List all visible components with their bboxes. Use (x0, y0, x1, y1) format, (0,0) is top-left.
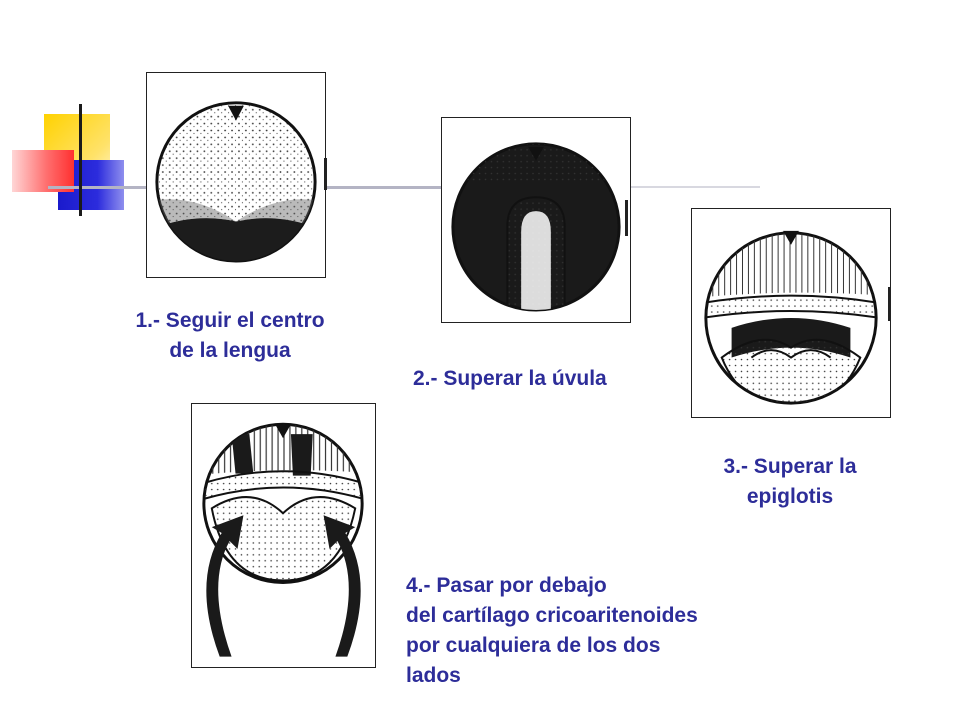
illustration-uvula (441, 117, 631, 323)
step-2-caption: 2.- Superar la úvula (413, 364, 607, 394)
step-3-caption: 3.- Superar la epiglotis (680, 452, 900, 512)
step-3-line-1: 3.- Superar la (723, 455, 857, 478)
step-4-line-2: del cartílago cricoaritenoides (406, 604, 698, 627)
step-4-line-3: por cualquiera de los dos (406, 634, 661, 657)
step-4-line-1: 4.- Pasar por debajo (406, 574, 607, 597)
step-1-line-1: 1.- Seguir el centro (135, 309, 325, 332)
decor-horizontal-line-faint (630, 186, 760, 188)
step-3-line-2: epiglotis (746, 485, 834, 508)
frame-tick-1 (324, 158, 327, 190)
illustration-epiglottis (691, 208, 891, 418)
step-1-line-2: de la lengua (169, 339, 291, 362)
decor-horizontal-line (48, 186, 628, 189)
step-1-caption: 1.- Seguir el centro de la lengua (100, 306, 360, 366)
illustration-cricoarytenoid (191, 403, 376, 668)
decor-red-square (12, 150, 74, 192)
decor-vertical-line (79, 104, 82, 216)
illustration-tongue-center (146, 72, 326, 278)
frame-tick-2 (625, 200, 628, 236)
step-4-caption: 4.- Pasar por debajo del cartílago crico… (406, 571, 698, 691)
step-4-line-4: lados (406, 664, 461, 687)
step-2-line-1: 2.- Superar la úvula (413, 367, 607, 390)
frame-tick-3 (888, 287, 891, 321)
